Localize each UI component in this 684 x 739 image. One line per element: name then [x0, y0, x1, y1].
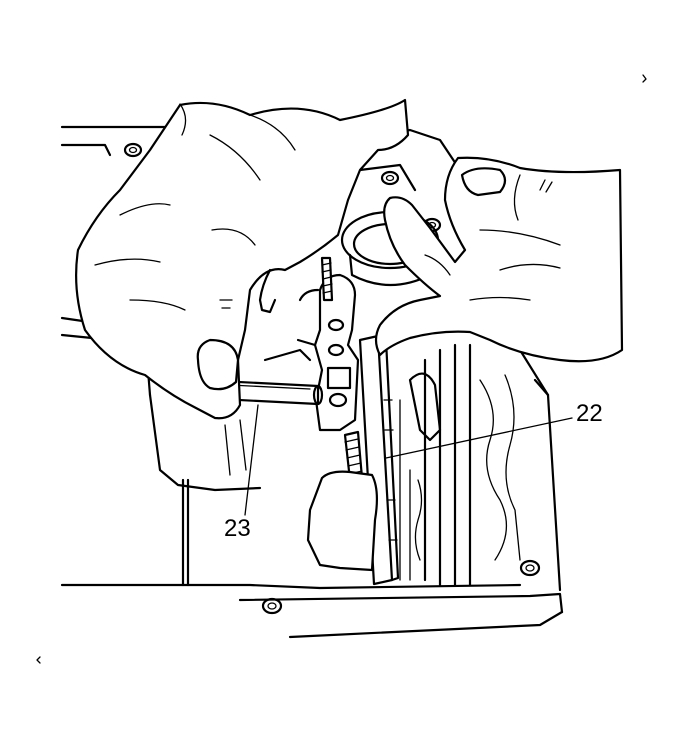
callout-23: 23 — [224, 515, 251, 542]
bolt-hole-bottom-right — [519, 559, 541, 577]
bolt-hole-top-center — [380, 170, 400, 186]
callout-22: 22 — [576, 400, 603, 427]
leader-lines — [244, 404, 573, 516]
transmission-case — [60, 125, 564, 639]
right-hand — [374, 156, 624, 363]
valve-body-channels — [399, 343, 521, 587]
corner-mark-top-right — [642, 74, 647, 83]
bolt-hole-bottom — [261, 597, 283, 615]
bolt-hole-top-left — [123, 142, 143, 158]
threaded-stud-upper — [320, 256, 334, 302]
leader-line-22 — [385, 417, 573, 459]
left-hand — [75, 98, 410, 420]
corner-mark-bottom-left — [36, 656, 41, 664]
leader-line-23 — [244, 404, 259, 516]
threaded-stud-lower — [306, 430, 379, 572]
